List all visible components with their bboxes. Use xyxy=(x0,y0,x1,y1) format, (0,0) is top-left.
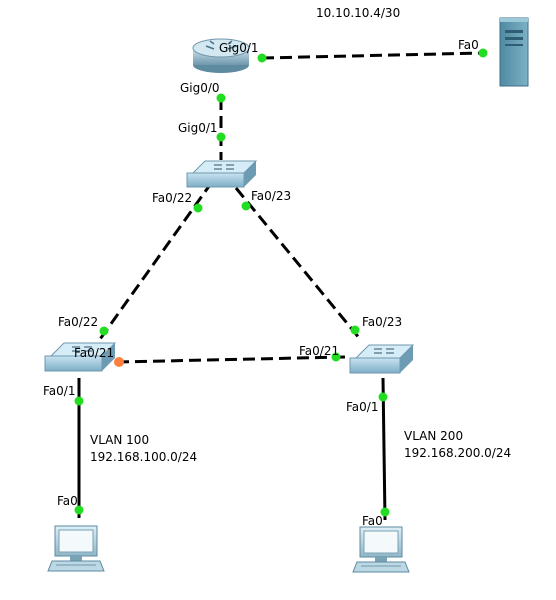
vlan-100-note: VLAN 100 192.168.100.0/24 xyxy=(88,430,206,466)
link-light-right-fa01 xyxy=(378,392,388,402)
link-light-left-fa01 xyxy=(74,396,84,406)
label-router-gig01: Gig0/1 xyxy=(219,41,259,55)
label-pc-right-fa0: Fa0 xyxy=(362,514,383,528)
link-light-right-fa021 xyxy=(331,352,341,362)
left-switch-icon[interactable] xyxy=(44,342,117,372)
label-left-fa022: Fa0/22 xyxy=(58,315,98,329)
link-core-right[interactable] xyxy=(234,187,362,340)
label-pc-left-fa0: Fa0 xyxy=(57,494,78,508)
link-right-pc[interactable] xyxy=(381,377,387,521)
link-light-router-gig00 xyxy=(216,93,226,103)
vlan-100-subnet: 192.168.100.0/24 xyxy=(90,450,197,464)
right-switch-icon[interactable] xyxy=(349,344,415,374)
link-lights xyxy=(74,48,488,517)
link-light-core-gig01 xyxy=(216,132,226,142)
router-icon[interactable] xyxy=(192,38,250,73)
link-light-router-gig01 xyxy=(257,53,267,63)
label-right-fa01: Fa0/1 xyxy=(346,400,378,414)
link-light-server-fa0 xyxy=(478,48,488,58)
label-core-fa023: Fa0/23 xyxy=(251,189,291,203)
link-core-left[interactable] xyxy=(96,181,214,343)
link-light-core-fa023 xyxy=(241,201,251,211)
link-light-pc-right-fa0 xyxy=(380,507,390,517)
label-server-fa0: Fa0 xyxy=(458,38,479,52)
server-icon[interactable] xyxy=(499,17,529,87)
link-left-right[interactable] xyxy=(116,355,346,364)
link-router-server[interactable] xyxy=(261,51,484,60)
pc-left-icon[interactable] xyxy=(47,525,105,572)
links xyxy=(77,51,484,521)
link-light-right-fa023 xyxy=(350,325,360,335)
core-switch-icon[interactable] xyxy=(186,160,258,188)
label-router-gig00: Gig0/0 xyxy=(180,81,220,95)
pc-right-icon[interactable] xyxy=(352,526,410,573)
wan-subnet-label: 10.10.10.4/30 xyxy=(316,6,400,20)
label-right-fa023: Fa0/23 xyxy=(362,315,402,329)
link-light-pc-left-fa0 xyxy=(74,505,84,515)
labels: 10.10.10.4/30 Gig0/1 Fa0 Gig0/0 Gig0/1 F… xyxy=(43,6,479,528)
link-light-left-fa022 xyxy=(99,326,109,336)
link-light-core-fa022 xyxy=(193,203,203,213)
label-core-gig01: Gig0/1 xyxy=(178,121,218,135)
label-left-fa01: Fa0/1 xyxy=(43,384,75,398)
vlan-200-subnet: 192.168.200.0/24 xyxy=(404,446,511,460)
link-light-left-fa021-blocked xyxy=(114,357,124,367)
vlan-200-name: VLAN 200 xyxy=(404,429,463,443)
label-core-fa022: Fa0/22 xyxy=(152,191,192,205)
vlan-100-name: VLAN 100 xyxy=(90,433,149,447)
label-left-fa021: Fa0/21 xyxy=(74,346,114,360)
label-right-fa021: Fa0/21 xyxy=(299,344,339,358)
vlan-200-note: VLAN 200 192.168.200.0/24 xyxy=(402,426,524,462)
